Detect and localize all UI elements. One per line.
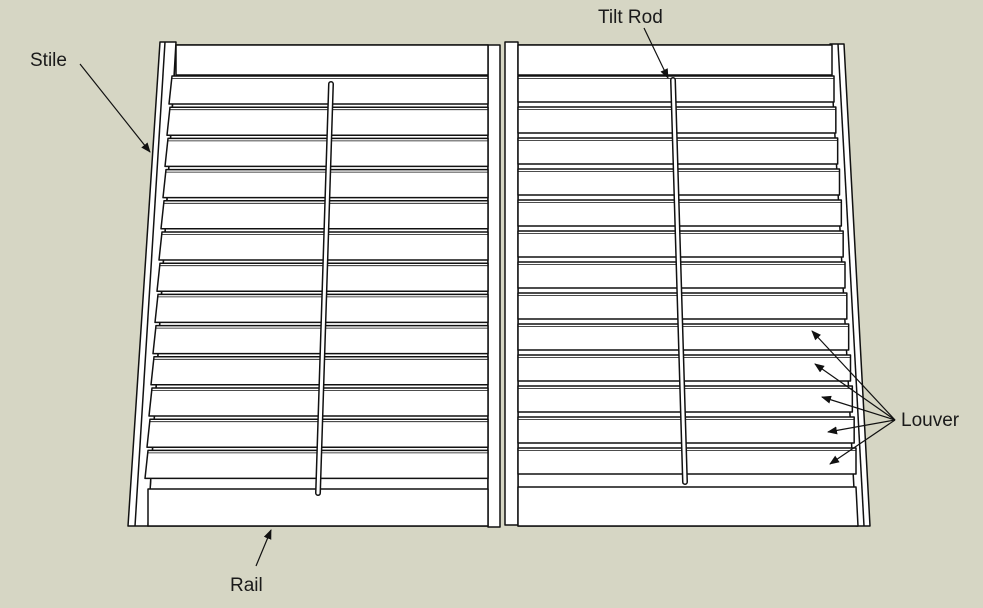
right-shutter-inner-stile (504, 41, 519, 526)
louver-arrow-5 (829, 419, 896, 465)
louver-arrow-1 (811, 330, 896, 421)
left-shutter (127, 41, 501, 528)
louver-arrow-2 (814, 363, 896, 421)
callout-arrows (79, 27, 896, 567)
left-shutter-inner-stile (487, 44, 501, 528)
right-shutter (504, 41, 871, 527)
rail-label: Rail (230, 575, 263, 596)
stile-arrow (79, 63, 151, 153)
louver-arrow-3 (821, 395, 896, 421)
tilt-rod-arrow (643, 27, 669, 79)
tilt-rod-label: Tilt Rod (598, 7, 663, 28)
louver-label: Louver (901, 410, 960, 431)
rail-arrow (255, 529, 272, 567)
left-shutter-bottom-rail (147, 488, 489, 527)
left-shutter-top-rail (175, 44, 489, 76)
right-shutter-bottom-rail (517, 486, 859, 527)
right-shutter-top-rail (517, 44, 833, 76)
louver-arrow-4 (827, 419, 896, 435)
stile-label: Stile (30, 50, 67, 71)
